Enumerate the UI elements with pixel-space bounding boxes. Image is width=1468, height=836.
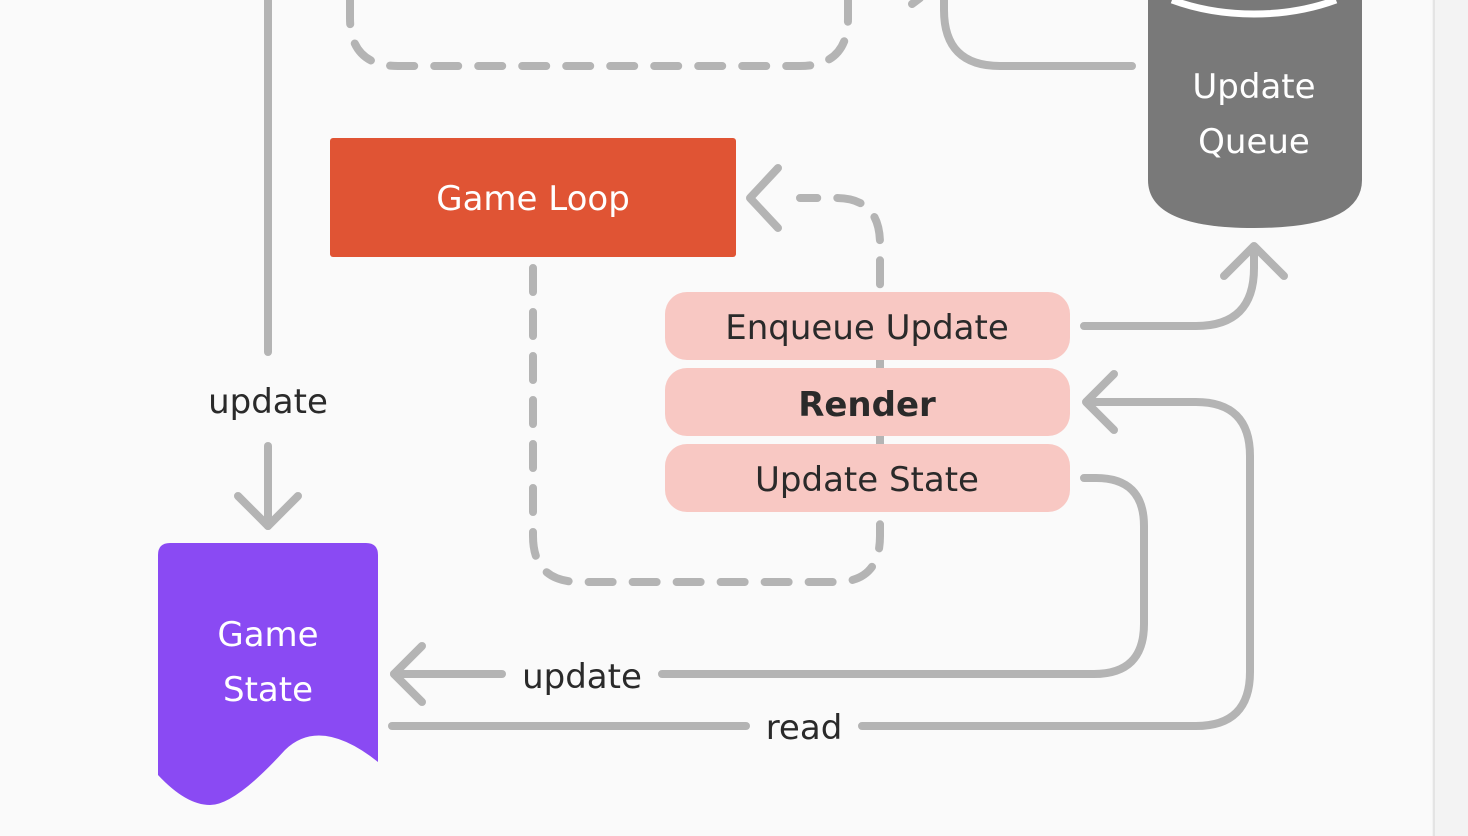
update-state-node[interactable]: Update State <box>665 444 1070 512</box>
game-loop-arrowhead <box>746 164 782 232</box>
queue-feedback-edge <box>940 0 1136 70</box>
update-queue-label-line2: Queue <box>1198 122 1310 162</box>
update-down-arrowhead <box>234 492 302 530</box>
render-node[interactable]: Render <box>665 368 1070 436</box>
game-state-node[interactable]: Game State <box>158 543 378 805</box>
enqueue-update-pill <box>665 292 1070 360</box>
update-state-label: Update State <box>755 460 979 500</box>
update-state-edge-right <box>658 474 1148 678</box>
edge-label-update-bottom: update <box>522 657 642 697</box>
queue-feedback-arrowhead <box>908 0 924 8</box>
top-dashed-group-outline <box>346 0 852 70</box>
read-edge-right <box>858 398 1254 730</box>
update-queue-node[interactable]: Update Queue <box>1148 0 1362 228</box>
game-state-label-line1: Game <box>217 615 318 655</box>
update-queue-cylinder-top-rim <box>1170 0 1338 18</box>
update-state-arrowhead <box>390 642 426 706</box>
enqueue-update-label: Enqueue Update <box>725 308 1009 348</box>
game-state-label-line2: State <box>223 670 313 710</box>
edge-label-update-top: update <box>208 382 328 422</box>
enqueue-to-queue-edge <box>1080 246 1258 330</box>
game-loop-dashed-cycle <box>529 194 884 586</box>
update-queue-label-line1: Update <box>1192 67 1315 107</box>
enqueue-to-queue-arrowhead <box>1220 242 1288 280</box>
update-state-pill <box>665 444 1070 512</box>
scrollbar-track[interactable] <box>1432 0 1468 836</box>
render-pill <box>665 368 1070 436</box>
update-queue-cylinder <box>1148 0 1362 228</box>
game-loop-node[interactable]: Game Loop <box>330 138 736 257</box>
game-state-shape <box>158 543 378 805</box>
game-loop-label: Game Loop <box>436 179 630 219</box>
edge-label-read: read <box>766 708 843 748</box>
game-loop-box <box>330 138 736 257</box>
render-label: Render <box>798 385 936 425</box>
enqueue-update-node[interactable]: Enqueue Update <box>665 292 1070 360</box>
read-arrowhead <box>1082 370 1118 434</box>
